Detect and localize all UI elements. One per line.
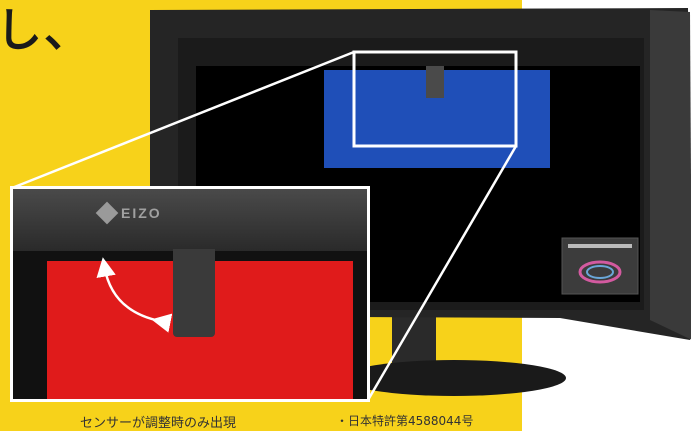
callout-line-bottom: [366, 145, 518, 401]
monitor-stand-base: [342, 360, 566, 396]
color-ring-inner: [586, 265, 614, 279]
arrow-arc: [96, 257, 173, 333]
eizo-logo-text: EIZO: [121, 205, 162, 221]
callout-line-top: [11, 50, 355, 190]
patent-caption: ・日本特許第4588044号: [336, 414, 474, 428]
headline-text: し、: [0, 3, 92, 57]
color-ring-icon: [578, 260, 622, 284]
zoom-bezel: [13, 189, 367, 251]
curved-arrow-icon: [96, 257, 173, 333]
zoom-focus-box: [352, 50, 518, 148]
sensor-tab: [426, 66, 444, 98]
palette-bar: [568, 244, 632, 248]
eizo-logo: EIZO: [95, 201, 162, 225]
zoom-detail-panel: EIZO: [10, 186, 370, 402]
sensor-caption: センサーが調整時のみ出現: [80, 416, 237, 431]
monitor-hood-side: [650, 10, 691, 340]
zoom-sensor-arm: [173, 249, 215, 337]
